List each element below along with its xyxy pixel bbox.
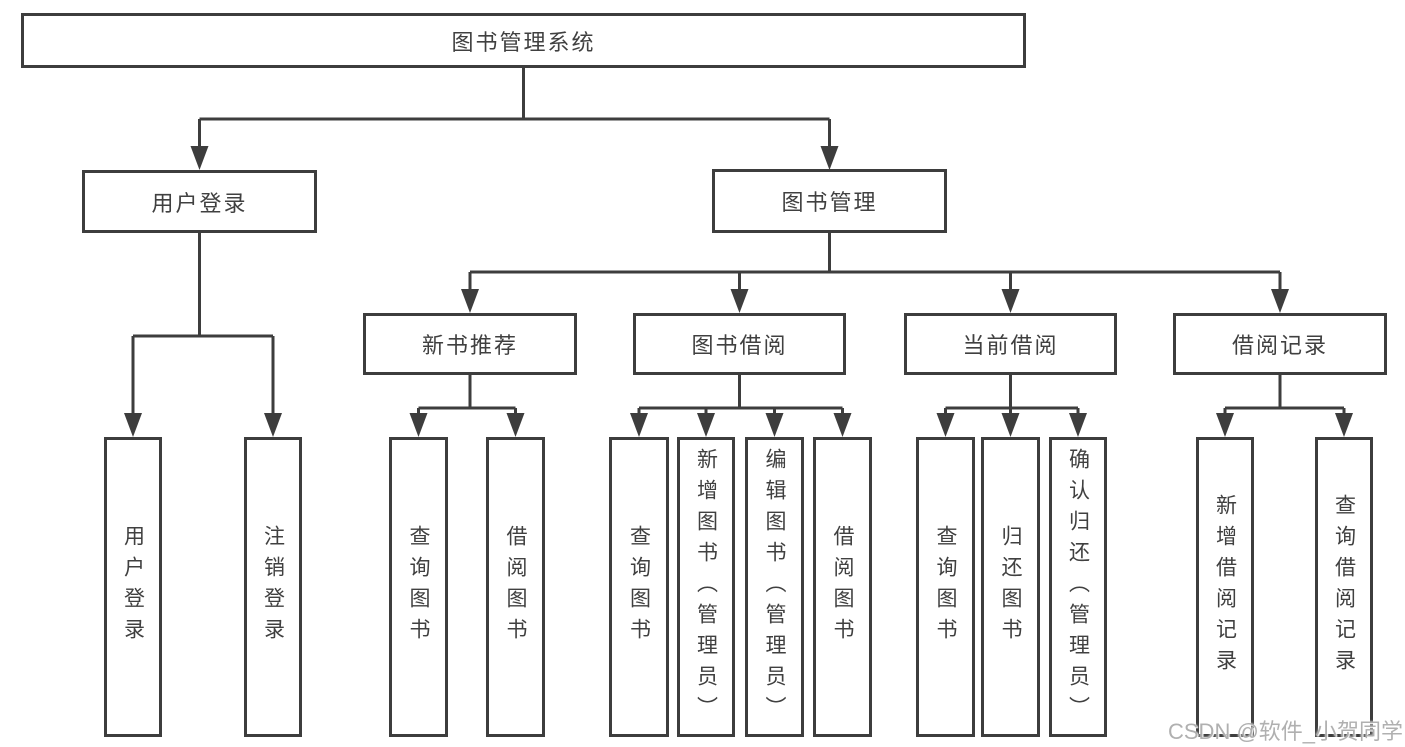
node-user-login-branch: 用户登录 <box>82 170 317 233</box>
csdn-watermark: CSDN @软件_小贺同学 <box>1168 719 1404 744</box>
leaf-edit-books-admin: 编辑图书（管理员） <box>745 437 804 737</box>
node-book-borrowing: 图书借阅 <box>633 313 846 375</box>
leaf-query-books-current: 查询图书 <box>916 437 975 737</box>
node-label: 用户登录 <box>151 190 248 216</box>
leaf-confirm-return-admin: 确认归还（管理员） <box>1049 437 1107 737</box>
leaf-query-borrow-record: 查询借阅记录 <box>1315 437 1373 737</box>
leaf-return-books: 归还图书 <box>981 437 1040 737</box>
leaf-label: 查询借阅记录 <box>1332 494 1356 680</box>
leaf-query-books-borrow: 查询图书 <box>609 437 669 737</box>
leaf-label: 新增图书（管理员） <box>694 447 718 727</box>
node-current-borrowing: 当前借阅 <box>904 313 1117 375</box>
leaf-label: 查询图书 <box>934 525 957 649</box>
leaf-label: 借阅图书 <box>831 525 854 649</box>
leaf-label: 查询图书 <box>627 525 651 649</box>
node-label: 图书管理 <box>781 190 878 215</box>
leaf-label: 归还图书 <box>999 525 1022 649</box>
leaf-user-login: 用户登录 <box>104 437 162 737</box>
leaf-borrow-books-rec: 借阅图书 <box>486 437 545 737</box>
leaf-label: 编辑图书（管理员） <box>763 447 786 727</box>
node-label: 图书管理系统 <box>451 29 596 55</box>
leaf-add-books-admin: 新增图书（管理员） <box>677 437 735 737</box>
node-borrowing-records: 借阅记录 <box>1173 313 1387 375</box>
arrowheads <box>124 146 1353 437</box>
node-label: 借阅记录 <box>1231 333 1328 358</box>
node-library-management-system: 图书管理系统 <box>21 13 1026 68</box>
node-book-management-branch: 图书管理 <box>712 169 947 233</box>
leaf-label: 用户登录 <box>121 525 145 649</box>
node-new-book-recommendation: 新书推荐 <box>363 313 577 375</box>
leaf-query-books-rec: 查询图书 <box>389 437 448 737</box>
leaf-label: 查询图书 <box>407 525 430 649</box>
node-label: 图书借阅 <box>691 333 788 358</box>
leaf-label: 新增借阅记录 <box>1213 494 1237 680</box>
leaf-label: 确认归还（管理员） <box>1066 447 1090 727</box>
leaf-borrow-books: 借阅图书 <box>813 437 872 737</box>
node-label: 当前借阅 <box>962 333 1059 358</box>
leaf-label: 借阅图书 <box>504 525 527 649</box>
leaf-logout: 注销登录 <box>244 437 302 737</box>
node-label: 新书推荐 <box>421 333 518 358</box>
leaf-label: 注销登录 <box>261 525 285 649</box>
leaf-add-borrow-record: 新增借阅记录 <box>1196 437 1254 737</box>
